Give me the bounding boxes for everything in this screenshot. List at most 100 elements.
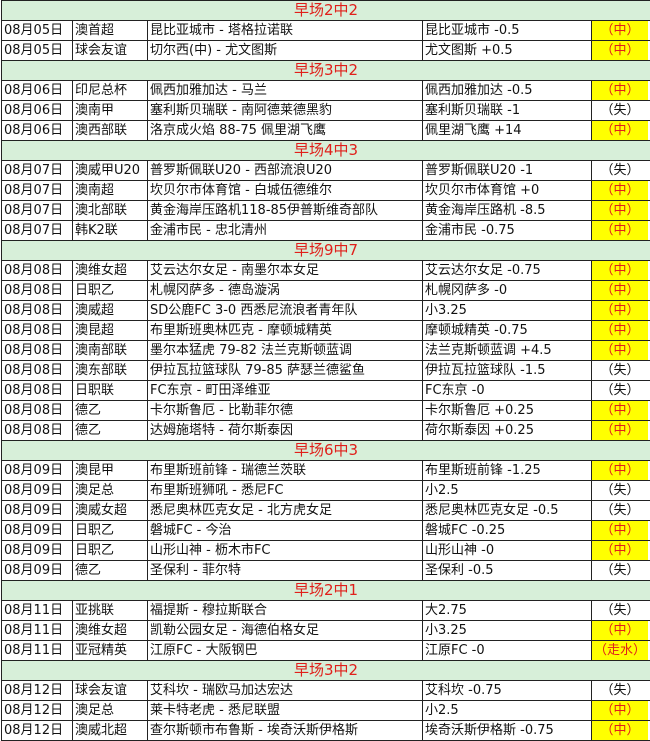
result-badge: （失） [592, 501, 648, 520]
pick-cell: 摩顿城精英 -0.75 [423, 321, 592, 340]
match-cell: 艾科坎 - 瑞欧马加达宏达 [148, 681, 423, 700]
result-badge: （中） [592, 21, 648, 40]
date-cell: 08月05日 [2, 21, 73, 40]
table-row: 08月09日澳昆甲布里斯班前锋 - 瑞德兰茨联布里斯班前锋 -1.25（中） [2, 460, 650, 480]
result-badge: （中） [592, 721, 648, 740]
result-badge: （中） [592, 201, 648, 220]
match-cell: 查尔斯顿市布鲁斯 - 埃奇沃斯伊格斯 [148, 721, 423, 740]
match-cell: SD公鹿FC 3-0 西悉尼流浪者青年队 [148, 301, 423, 320]
match-cell: 塞利斯贝瑞联 - 南阿德莱德黑豹 [148, 101, 423, 120]
league-cell: 澳威甲U20 [73, 161, 148, 180]
league-cell: 印尼总杯 [73, 81, 148, 100]
result-badge: （中） [592, 341, 648, 360]
match-cell: 莱卡特老虎 - 悉尼联盟 [148, 701, 423, 720]
pick-cell: 小3.25 [423, 301, 592, 320]
league-cell: 澳足总 [73, 701, 148, 720]
group-header: 早场2中1 [2, 580, 650, 600]
match-cell: 伊拉瓦拉篮球队 79-85 萨瑟兰德鲨鱼 [148, 361, 423, 380]
date-cell: 08月07日 [2, 161, 73, 180]
table-row: 08月08日德乙达姆施塔特 - 荷尔斯泰因荷尔斯泰因 +0.25（中） [2, 420, 650, 440]
table-row: 08月05日澳首超昆比亚城市 - 塔格拉诺联昆比亚城市 -0.5（中） [2, 20, 650, 40]
match-cell: 卡尔斯鲁厄 - 比勒菲尔德 [148, 401, 423, 420]
league-cell: 亚冠精英 [73, 641, 148, 660]
league-cell: 澳东部联 [73, 361, 148, 380]
league-cell: 德乙 [73, 401, 148, 420]
result-badge: （失） [592, 601, 648, 620]
league-cell: 日职乙 [73, 521, 148, 540]
result-badge: （失） [592, 481, 648, 500]
table-row: 08月08日澳昆超布里斯班奥林匹克 - 摩顿城精英摩顿城精英 -0.75（中） [2, 320, 650, 340]
table-row: 08月07日澳北部联黄金海岸压路机118-85伊普斯维奇部队黄金海岸压路机 -8… [2, 200, 650, 220]
date-cell: 08月08日 [2, 421, 73, 440]
table-row: 08月07日澳南超坎贝尔市体育馆 - 白城伍德维尔坎贝尔市体育馆 +0（中） [2, 180, 650, 200]
group-header: 早场3中2 [2, 660, 650, 680]
league-cell: 澳威女超 [73, 501, 148, 520]
pick-cell: 小2.5 [423, 701, 592, 720]
pick-cell: 卡尔斯鲁厄 +0.25 [423, 401, 592, 420]
result-badge: （失） [592, 381, 648, 400]
result-badge: （中） [592, 81, 648, 100]
result-badge: （中） [592, 121, 648, 140]
league-cell: 日职乙 [73, 541, 148, 560]
league-cell: 球会友谊 [73, 681, 148, 700]
result-badge: （中） [592, 301, 648, 320]
date-cell: 08月09日 [2, 541, 73, 560]
match-cell: 江原FC - 大阪钢巴 [148, 641, 423, 660]
group-header: 早场9中7 [2, 240, 650, 260]
pick-cell: 札幌冈萨多 -0 [423, 281, 592, 300]
date-cell: 08月09日 [2, 501, 73, 520]
date-cell: 08月09日 [2, 461, 73, 480]
group-header: 早场6中3 [2, 440, 650, 460]
pick-cell: 荷尔斯泰因 +0.25 [423, 421, 592, 440]
date-cell: 08月09日 [2, 521, 73, 540]
league-cell: 亚挑联 [73, 601, 148, 620]
table-row: 08月08日澳维女超艾云达尔女足 - 南墨尔本女足艾云达尔女足 -0.75（中） [2, 260, 650, 280]
table-row: 08月06日澳南甲塞利斯贝瑞联 - 南阿德莱德黑豹塞利斯贝瑞联 -1（失） [2, 100, 650, 120]
pick-cell: 悉尼奥林匹克女足 -0.5 [423, 501, 592, 520]
pick-cell: 黄金海岸压路机 -8.5 [423, 201, 592, 220]
pick-cell: 金浦市民 -0.75 [423, 221, 592, 240]
group-header: 早场2中2 [2, 0, 650, 20]
league-cell: 德乙 [73, 421, 148, 440]
pick-cell: 小2.5 [423, 481, 592, 500]
date-cell: 08月08日 [2, 321, 73, 340]
table-row: 08月11日澳维女超凯勒公园女足 - 海德伯格女足小3.25（中） [2, 620, 650, 640]
table-row: 08月12日澳威北超查尔斯顿市布鲁斯 - 埃奇沃斯伊格斯埃奇沃斯伊格斯 -0.7… [2, 720, 650, 741]
date-cell: 08月08日 [2, 261, 73, 280]
league-cell: 澳威超 [73, 301, 148, 320]
league-cell: 日职乙 [73, 281, 148, 300]
league-cell: 澳南甲 [73, 101, 148, 120]
result-badge: （走水） [592, 641, 648, 660]
match-cell: 艾云达尔女足 - 南墨尔本女足 [148, 261, 423, 280]
group-header: 早场4中3 [2, 140, 650, 160]
result-badge: （失） [592, 681, 648, 700]
date-cell: 08月09日 [2, 481, 73, 500]
date-cell: 08月07日 [2, 181, 73, 200]
table-row: 08月07日韩K2联金浦市民 - 忠北清州金浦市民 -0.75（中） [2, 220, 650, 240]
pick-cell: 大2.75 [423, 601, 592, 620]
result-badge: （中） [592, 321, 648, 340]
result-badge: （中） [592, 181, 648, 200]
pick-cell: 艾科坎 -0.75 [423, 681, 592, 700]
match-cell: 福提斯 - 穆拉斯联合 [148, 601, 423, 620]
league-cell: 澳首超 [73, 21, 148, 40]
league-cell: 球会友谊 [73, 41, 148, 60]
pick-cell: 佩西加雅加达 -0.5 [423, 81, 592, 100]
table-row: 08月06日澳西部联洛京成火焰 88-75 佩里湖飞鹰佩里湖飞鹰 +14（中） [2, 120, 650, 140]
pick-cell: 圣保利 -0.5 [423, 561, 592, 580]
match-cell: 达姆施塔特 - 荷尔斯泰因 [148, 421, 423, 440]
result-badge: （中） [592, 221, 648, 240]
pick-cell: 伊拉瓦拉篮球队 -1.5 [423, 361, 592, 380]
date-cell: 08月11日 [2, 621, 73, 640]
date-cell: 08月12日 [2, 681, 73, 700]
match-cell: 布里斯班奥林匹克 - 摩顿城精英 [148, 321, 423, 340]
match-cell: 切尔西(中) - 尤文图斯 [148, 41, 423, 60]
pick-cell: 艾云达尔女足 -0.75 [423, 261, 592, 280]
date-cell: 08月07日 [2, 221, 73, 240]
table-row: 08月06日印尼总杯佩西加雅加达 - 马兰佩西加雅加达 -0.5（中） [2, 80, 650, 100]
result-badge: （中） [592, 41, 648, 60]
result-badge: （失） [592, 561, 648, 580]
